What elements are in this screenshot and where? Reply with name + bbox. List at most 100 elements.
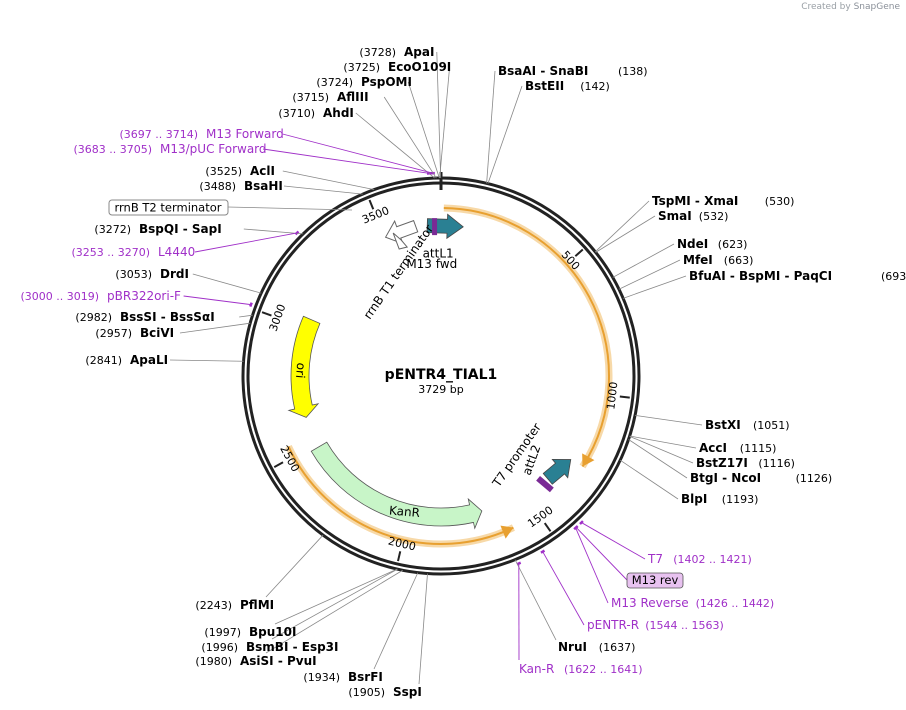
enzyme-callout-right: BfuAI - BspMI - PaqCI (693) (689, 269, 906, 283)
primer-leader (575, 527, 628, 581)
site-name: BtgI - NcoI (690, 471, 761, 485)
site-position: (3724) (316, 76, 353, 89)
site-position: (1997) (204, 626, 241, 639)
primer-name: M13 rev (632, 573, 679, 587)
primer-site-mark (294, 230, 300, 236)
site-name: L4440 (158, 245, 195, 259)
site-name: Bpu10I (249, 625, 296, 639)
site-position: (1051) (753, 419, 790, 432)
primer-leader (183, 295, 252, 306)
primer-leader (262, 148, 430, 174)
tick-mark (368, 199, 375, 210)
enzyme-leader (486, 70, 496, 184)
orf-arc (287, 446, 514, 545)
m13-fwd-bar (432, 218, 438, 236)
site-position: (3488) (199, 180, 236, 193)
tick-label: 1500 (525, 504, 555, 531)
enzyme-leader (169, 359, 244, 362)
enzyme-callout-right: BstZ17I(1116) (696, 456, 795, 470)
t7-promoter-bar (536, 476, 554, 493)
enzyme-leader (179, 322, 251, 334)
enzyme-callout-right: BlpI(1193) (681, 492, 758, 506)
site-name: AclI (250, 164, 275, 178)
attl2-arrow (542, 458, 572, 485)
snapgene-credit: Created by SnapGene (801, 2, 900, 12)
ori-arrow (287, 315, 321, 418)
tick-mark (619, 395, 630, 399)
site-position: (3053) (115, 268, 152, 281)
site-name: TspMI - XmaI (652, 194, 738, 208)
site-name: PspOMI (361, 75, 412, 89)
site-name: BsaHI (244, 179, 283, 193)
enzyme-leader (622, 275, 687, 299)
enzyme-leader (612, 243, 675, 278)
site-name: BfuAI - BspMI - PaqCI (689, 269, 832, 283)
site-position: (623) (718, 238, 748, 251)
primer-site-mark (540, 549, 546, 554)
orf-layer (285, 204, 613, 548)
site-position: (1126) (796, 472, 833, 485)
site-name: PflMI (240, 598, 274, 612)
enzyme-leader (436, 51, 442, 179)
primer-callout: (3000 .. 3019)pBR322ori-F (20, 289, 181, 303)
primer-callout: (3253 .. 3270)L4440 (71, 245, 195, 259)
site-name: pENTR-R (587, 618, 639, 632)
tick-label: 2000 (387, 535, 417, 554)
site-name: BsmBI - Esp3I (246, 640, 338, 654)
site-position: (663) (724, 254, 754, 267)
site-name: AsiSI - PvuI (240, 654, 317, 668)
rrnb-t2-callout: rrnB T2 terminator (108, 199, 229, 216)
enzyme-callout-right: SmaI (532) (658, 209, 728, 223)
rrnb-t2-box (108, 199, 229, 216)
site-name: ApaI (404, 45, 434, 59)
site-position: (3525) (205, 165, 242, 178)
enzyme-leader (373, 572, 419, 670)
site-name: M13/pUC Forward (160, 142, 267, 156)
tick-mark (273, 461, 284, 468)
enzyme-leader (283, 185, 363, 195)
enzyme-callout-left: (3728) ApaI (359, 45, 434, 59)
plasmid-size: 3729 bp (418, 383, 463, 396)
enzyme-leader (629, 435, 697, 449)
enzyme-leader (355, 112, 435, 179)
enzyme-callout-right: BstXI(1051) (705, 418, 790, 432)
site-position: (693) (881, 270, 906, 283)
primer-site-mark (249, 302, 253, 307)
orf-arrowhead (582, 453, 595, 467)
tick-mark (397, 551, 402, 562)
site-name: MfeI (683, 253, 713, 267)
tick-label: 3000 (267, 302, 289, 333)
enzyme-callout-right: BstEII(142) (525, 79, 610, 93)
enzyme-leader (271, 568, 398, 640)
site-name: AflIII (337, 90, 369, 104)
credit-brand: SnapGene (853, 2, 900, 12)
rrnb-t2-label: rrnB T2 terminator (115, 201, 222, 215)
site-name: BspQI - SapI (139, 222, 222, 236)
site-position: (3728) (359, 46, 396, 59)
site-position: (1622 .. 1641) (564, 663, 643, 676)
site-position: (1544 .. 1563) (645, 619, 724, 632)
site-position: (1193) (722, 493, 759, 506)
enzyme-leader (595, 215, 656, 253)
enzyme-callout-left: (2957)BciVI (95, 326, 174, 340)
site-name: SmaI (658, 209, 692, 223)
primer-callout: T7(1402 .. 1421) (647, 552, 752, 566)
enzyme-callout-left: (1934)BsrFI (303, 670, 382, 684)
enzyme-callout-left: (2982)BssSI - BssSαI (75, 310, 214, 324)
plasmid-name: pENTR4_TIAL1 (385, 367, 498, 383)
enzyme-leader (265, 534, 324, 598)
site-position: (1402 .. 1421) (673, 553, 752, 566)
enzyme-leader (383, 96, 437, 179)
enzyme-callout-left: (3715)AflIII (292, 90, 368, 104)
enzyme-callout-right: AccI(1115) (699, 441, 776, 455)
enzyme-leader (265, 569, 403, 654)
site-position: (532) (699, 210, 729, 223)
primer-site-mark (573, 525, 579, 531)
site-position: (1980) (195, 655, 232, 668)
enzyme-callout-right: NdeI(623) (677, 237, 747, 251)
primer-leader (282, 133, 433, 174)
orf-arrowhead (500, 525, 514, 539)
tick-label: 1000 (604, 381, 620, 410)
